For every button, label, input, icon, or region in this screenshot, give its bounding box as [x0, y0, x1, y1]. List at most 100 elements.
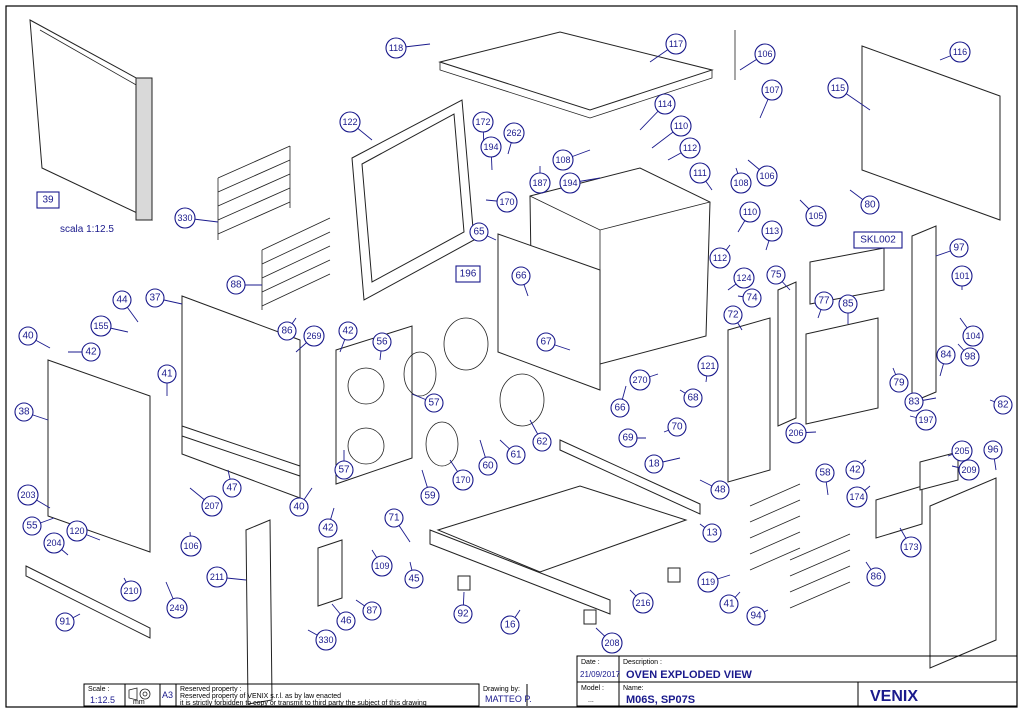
balloon-circle — [730, 172, 752, 194]
part-balloon: 87 — [362, 601, 382, 621]
balloon-label: 110 — [674, 121, 688, 131]
part-balloon: 74 — [742, 288, 762, 308]
balloon-circle — [697, 355, 719, 377]
part-balloon: 112 — [709, 247, 731, 269]
balloon-label: 216 — [635, 598, 650, 608]
balloon-label: 249 — [169, 603, 184, 613]
balloon-label: 66 — [614, 403, 626, 414]
part-balloon: 109 — [371, 555, 393, 577]
balloon-label: 40 — [293, 502, 305, 513]
balloon-label: 48 — [714, 485, 726, 496]
part-balloon: 216 — [632, 592, 654, 614]
balloon-circle — [529, 172, 551, 194]
balloon-label: 120 — [69, 526, 84, 536]
balloon-circle — [506, 445, 526, 465]
part-balloon: 46 — [336, 611, 356, 631]
balloon-circle — [362, 601, 382, 621]
balloon-label: 106 — [183, 541, 198, 551]
part-balloon: 42 — [338, 321, 358, 341]
balloon-circle — [667, 417, 687, 437]
part-balloon: 48 — [710, 480, 730, 500]
part-balloon: 61 — [506, 445, 526, 465]
balloon-label: 114 — [658, 99, 672, 109]
balloon-circle — [372, 332, 392, 352]
balloon-circle — [226, 275, 246, 295]
part-balloon: 203 — [17, 484, 39, 506]
balloon-label: 92 — [457, 609, 469, 620]
balloon-circle — [632, 592, 654, 614]
balloon-label: 211 — [210, 572, 224, 582]
balloon-label: 85 — [842, 299, 854, 310]
balloon-label: 209 — [961, 465, 976, 475]
part-balloon: 112 — [679, 137, 701, 159]
balloon-label: 13 — [706, 528, 718, 539]
part-balloon: 66 — [511, 266, 531, 286]
balloon-label: 269 — [306, 331, 321, 341]
part-balloon: 120 — [66, 520, 88, 542]
part-balloon: 194 — [559, 172, 581, 194]
balloon-circle — [936, 345, 956, 365]
balloon-label: 86 — [281, 326, 293, 337]
balloon-label: 113 — [765, 226, 779, 236]
scale-value: 1:12.5 — [90, 695, 115, 705]
part-balloon: 209 — [958, 459, 980, 481]
balloon-label: 42 — [849, 465, 861, 476]
part-balloon: 205 — [951, 440, 973, 462]
balloon-label: 203 — [20, 490, 35, 500]
balloon-circle — [644, 454, 664, 474]
unit-label: mm — [133, 699, 145, 706]
part-balloon: 41 — [157, 364, 177, 384]
balloon-label: 210 — [123, 586, 138, 596]
part-balloon: 18 — [644, 454, 664, 474]
part-balloon: 115 — [827, 77, 849, 99]
balloon-label: 75 — [770, 270, 782, 281]
part-balloon: 70 — [667, 417, 687, 437]
balloon-label: 124 — [736, 273, 751, 283]
balloon-circle — [157, 364, 177, 384]
balloon-circle — [289, 497, 309, 517]
balloon-circle — [629, 369, 651, 391]
balloon-label: 117 — [669, 39, 683, 49]
balloon-circle — [785, 422, 807, 444]
balloon-label: 101 — [954, 271, 969, 281]
balloon-circle — [889, 373, 909, 393]
balloon-circle — [303, 325, 325, 347]
balloon-circle — [805, 205, 827, 227]
part-balloon: 13 — [702, 523, 722, 543]
title-block: Scale : 1:12.5 mm A3 Reserved property :… — [83, 655, 1018, 707]
balloon-circle — [754, 43, 776, 65]
balloon-label: 110 — [743, 207, 757, 217]
scale-note: scala 1:12.5 — [60, 224, 114, 235]
balloon-label: 45 — [408, 574, 420, 585]
projection-symbol-icon — [128, 687, 151, 701]
part-balloon: 47 — [222, 478, 242, 498]
balloon-label: 18 — [648, 459, 660, 470]
balloon-label: 155 — [93, 321, 108, 331]
name-value: M06S, SP07S — [626, 694, 695, 706]
part-balloon: 108 — [552, 149, 574, 171]
part-balloon: 38 — [14, 402, 34, 422]
balloon-circle — [277, 321, 297, 341]
balloon-label: 91 — [59, 617, 71, 628]
balloon-label: 74 — [746, 293, 758, 304]
balloon-circle — [315, 629, 337, 651]
balloon-label: 84 — [940, 350, 952, 361]
balloon-circle — [761, 79, 783, 101]
balloon-label: 70 — [671, 422, 683, 433]
balloon-label: 42 — [85, 347, 97, 358]
part-balloon: 210 — [120, 580, 142, 602]
part-balloon: 16 — [500, 615, 520, 635]
balloon-label: 112 — [683, 143, 697, 153]
balloon-circle — [993, 395, 1013, 415]
balloon-circle — [670, 115, 692, 137]
part-balloon: 57 — [334, 460, 354, 480]
balloon-label: 270 — [632, 375, 647, 385]
balloon-label: 197 — [918, 415, 933, 425]
balloon-circle — [404, 569, 424, 589]
balloon-label: 109 — [374, 561, 389, 571]
balloon-label: 41 — [723, 599, 735, 610]
balloon-circle — [384, 508, 404, 528]
part-balloon: 206 — [785, 422, 807, 444]
balloon-circle — [814, 291, 834, 311]
